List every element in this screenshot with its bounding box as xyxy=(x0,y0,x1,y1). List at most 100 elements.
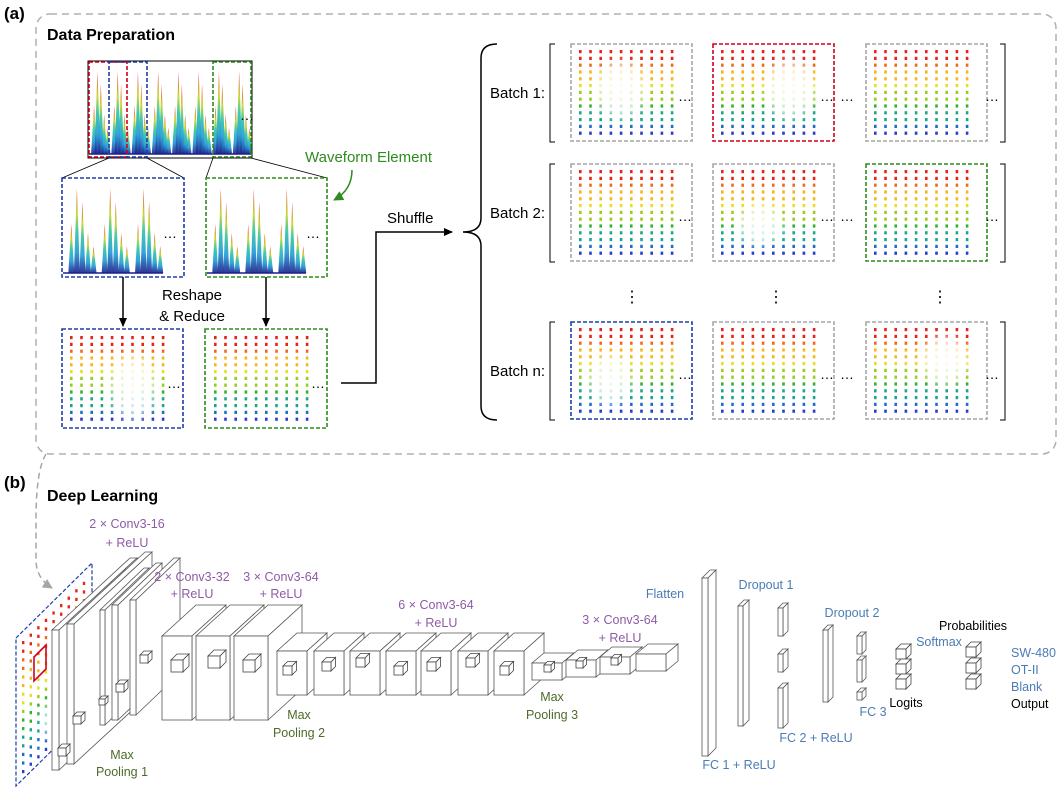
grid-dot xyxy=(874,77,877,81)
input-dot xyxy=(22,666,25,670)
grid-dot xyxy=(214,410,217,414)
grid-dot xyxy=(721,362,724,366)
grid-dot xyxy=(721,84,724,88)
waveform-peak xyxy=(138,84,145,154)
grid-dot xyxy=(884,375,887,379)
grid-dot xyxy=(721,131,724,135)
grid-dot xyxy=(965,124,969,128)
grid-dot xyxy=(589,56,592,60)
grid-dot xyxy=(305,397,309,401)
grid-dot xyxy=(90,363,93,367)
grid-dot xyxy=(640,334,643,338)
input-dot xyxy=(52,611,55,615)
grid-dot xyxy=(874,362,877,366)
batch-ellipsis: … xyxy=(678,88,692,104)
grid-dot xyxy=(884,84,887,88)
logit-cube xyxy=(895,673,912,690)
grid-dot xyxy=(721,210,724,214)
cube-front xyxy=(98,698,106,706)
input-dot xyxy=(67,605,70,609)
grid-dot xyxy=(619,238,623,242)
grid-dot xyxy=(955,238,959,242)
grid-dot xyxy=(904,70,908,74)
grid-dot xyxy=(579,389,582,393)
grid-dot xyxy=(630,334,633,338)
grid-dot xyxy=(914,131,918,135)
grid-dot xyxy=(914,63,918,67)
grid-dot xyxy=(589,251,592,255)
grid-dot xyxy=(935,77,938,81)
grid-dot xyxy=(721,118,724,122)
grid-dot xyxy=(721,190,724,194)
grid-dot xyxy=(640,238,643,242)
grid-dot xyxy=(884,368,887,372)
grid-dot xyxy=(812,217,816,221)
cube-front xyxy=(170,659,184,673)
grid-dot xyxy=(802,238,806,242)
input-dot xyxy=(44,747,48,751)
grid-dot xyxy=(741,190,744,194)
grid-dot xyxy=(721,348,724,352)
grid-dot xyxy=(894,190,897,194)
grid-dot xyxy=(782,334,785,338)
grid-dot xyxy=(650,244,653,248)
waveform-peak xyxy=(158,84,165,154)
input-dot xyxy=(52,620,55,624)
grid-dot xyxy=(741,375,744,379)
grid-dot xyxy=(772,368,775,372)
grid-dot xyxy=(751,409,755,413)
input-dot xyxy=(37,626,40,630)
waveform-peak xyxy=(68,224,75,273)
waveform-peak xyxy=(261,232,268,273)
batch-ellipsis: … xyxy=(840,366,854,382)
dropout2-block xyxy=(856,687,867,701)
grid-dot xyxy=(761,375,765,379)
grid-dot xyxy=(650,251,653,255)
grid-dot xyxy=(670,244,674,248)
grid-dot xyxy=(630,176,633,180)
layer-front xyxy=(701,577,709,757)
grid-dot xyxy=(955,389,959,393)
input-dot xyxy=(37,746,40,750)
grid-dot xyxy=(254,370,258,374)
batch-bracket-right xyxy=(1000,163,1006,263)
grid-dot xyxy=(721,104,724,108)
grid-dot xyxy=(802,204,806,208)
grid-dot xyxy=(945,118,948,122)
fc2-layer xyxy=(822,624,834,703)
grid-dot xyxy=(80,383,83,387)
grid-dot xyxy=(925,396,928,400)
grid-dot xyxy=(599,409,602,413)
grid-dot xyxy=(792,375,795,379)
grid-dot xyxy=(579,355,582,359)
grid-dot xyxy=(599,341,602,345)
grid-dot xyxy=(894,90,897,94)
grid-dot xyxy=(894,362,897,366)
grid-dot xyxy=(782,402,785,406)
grid-dot xyxy=(904,382,908,386)
grid-dot xyxy=(640,328,643,332)
grid-dot xyxy=(884,396,887,400)
reshape-label-line1: Reshape xyxy=(162,287,222,304)
grid-dot xyxy=(650,111,653,115)
grid-dot xyxy=(670,355,674,359)
grid-dot xyxy=(802,224,806,228)
zoom-line xyxy=(146,157,185,179)
grid-dot xyxy=(812,341,816,345)
grid-dot xyxy=(244,356,248,360)
grid-dot xyxy=(80,417,83,421)
grid-dot xyxy=(874,204,877,208)
grid-dot xyxy=(640,183,643,187)
grid-dot xyxy=(579,375,582,379)
grid-dot xyxy=(305,356,309,360)
grid-dot xyxy=(884,124,887,128)
grid-dot xyxy=(894,328,897,332)
grid-dot xyxy=(904,90,908,94)
grid-dot xyxy=(579,244,582,248)
full-waveform-ellipsis: … xyxy=(240,107,254,123)
input-dot xyxy=(37,634,40,638)
grid-dot xyxy=(579,409,582,413)
grid-dot xyxy=(761,402,765,406)
grid-dot xyxy=(812,50,816,54)
grid-dot xyxy=(589,217,592,221)
